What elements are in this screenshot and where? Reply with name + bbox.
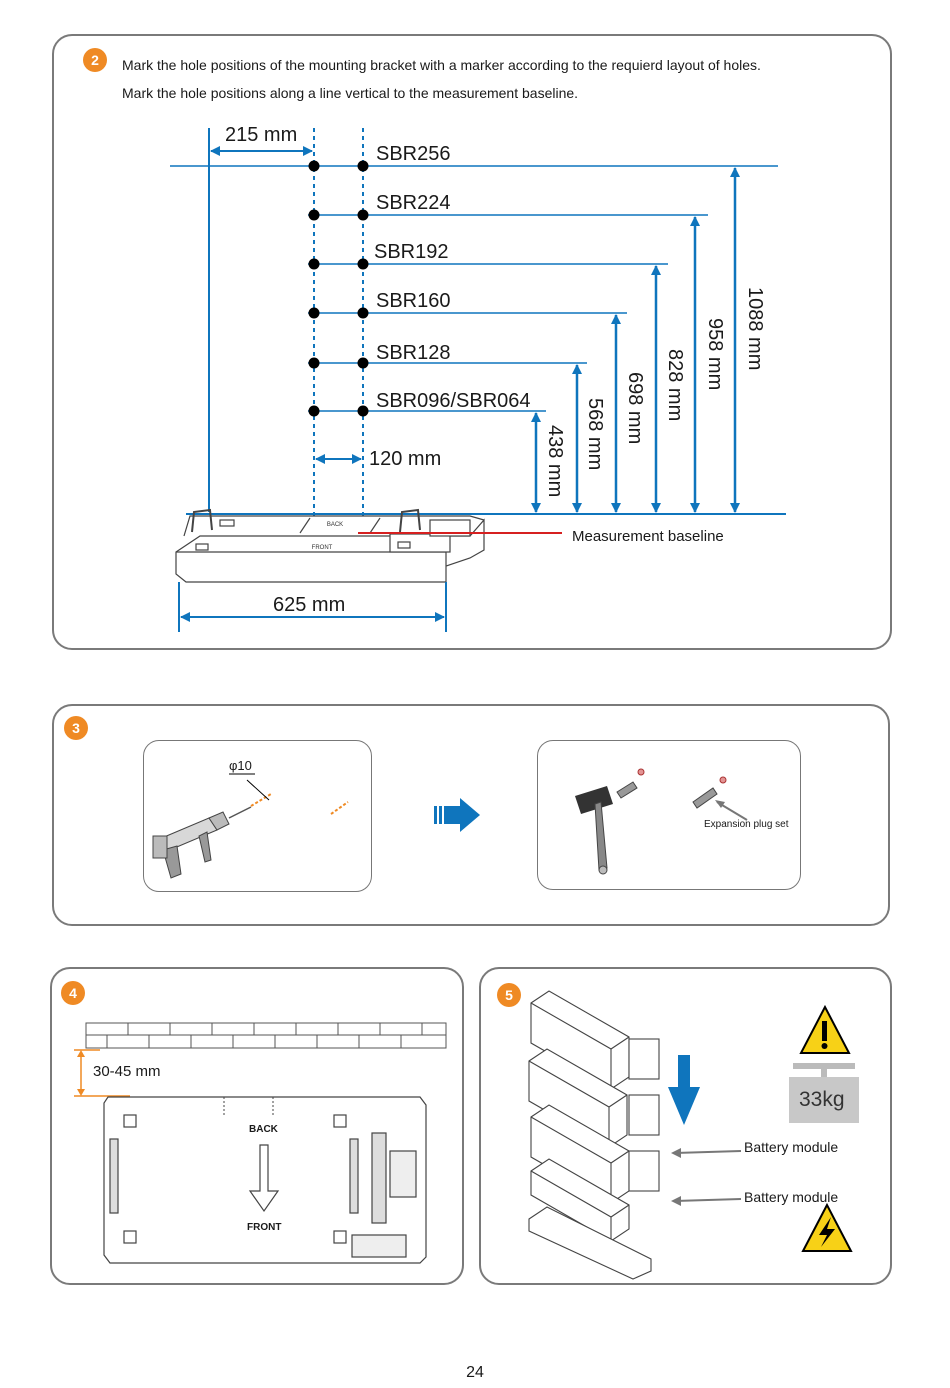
diameter-leader [246, 779, 270, 801]
battery-module-label-2: Battery module [744, 1189, 839, 1205]
dim-120-label: 120 mm [369, 448, 442, 470]
hammer-drill-icon [152, 811, 230, 879]
height-label-958: 958 mm [704, 318, 726, 391]
module-pointer-1 [674, 1150, 742, 1154]
model-label-sbr160: SBR160 [376, 290, 451, 312]
down-arrow-icon [668, 1055, 700, 1125]
model-label-sbr224: SBR224 [376, 192, 451, 214]
dim-625-label: 625 mm [273, 594, 346, 616]
height-label-568: 568 mm [584, 398, 606, 471]
step-2-instruction-2: Mark the hole positions along a line ver… [122, 85, 579, 101]
step-2-badge: 2 [83, 48, 107, 72]
model-label-sbr192: SBR192 [374, 241, 449, 263]
base-front-text: FRONT [312, 545, 333, 551]
drill-hole-mark-1 [250, 793, 272, 807]
step-3-badge: 3 [64, 716, 88, 740]
height-label-698: 698 mm [624, 372, 646, 445]
battery-module-label-1: Battery module [744, 1139, 839, 1155]
drill-bit [228, 806, 252, 819]
height-label-1088: 1088 mm [744, 287, 766, 371]
height-label-828: 828 mm [664, 349, 686, 422]
height-label-438: 438 mm [544, 425, 566, 498]
rubber-mallet-icon [575, 786, 613, 875]
model-label-sbr096-sbr064: SBR096/SBR064 [376, 390, 531, 412]
step-5-badge: 5 [497, 983, 521, 1007]
gap-label: 30-45 mm [93, 1063, 161, 1080]
step-2-instruction-1: Mark the hole positions of the mounting … [122, 57, 761, 73]
next-arrow-icon [434, 798, 480, 832]
expansion-plug-icon-2 [692, 776, 727, 809]
baseline-label: Measurement baseline [572, 528, 724, 545]
plate-back-label: BACK [249, 1124, 278, 1135]
wall-clearance-diagram [74, 1022, 447, 1264]
step-4-badge: 4 [61, 981, 85, 1005]
drilling-illustration [152, 773, 349, 879]
high-voltage-icon [801, 1202, 853, 1252]
weight-label: 33kg [799, 1088, 845, 1111]
expansion-plug-label: Expansion plug set [704, 819, 789, 830]
model-label-sbr128: SBR128 [376, 342, 451, 364]
battery-stacking-diagram [528, 990, 859, 1280]
model-label-sbr256: SBR256 [376, 143, 451, 165]
drill-hole-mark-2 [330, 801, 349, 815]
front-arrow-icon [248, 1144, 280, 1213]
hole-layout-diagram: BACK FRONT [170, 128, 786, 632]
plate-front-label: FRONT [247, 1222, 282, 1233]
plug-illustration-box [537, 740, 801, 890]
weight-icon [789, 1063, 859, 1123]
warning-icon [799, 1004, 851, 1054]
dim-215-label: 215 mm [225, 124, 298, 146]
expansion-plug-icon-1 [616, 768, 645, 799]
diameter-label: φ10 [229, 758, 252, 773]
battery-module-stack [528, 990, 660, 1280]
base-back-text: BACK [327, 522, 343, 528]
brick-wall [85, 1022, 447, 1049]
plug-illustration [575, 768, 748, 875]
drilling-illustration-box [143, 740, 372, 892]
page-number: 24 [466, 1364, 484, 1381]
module-pointer-2 [674, 1198, 742, 1202]
hole-dots [308, 160, 369, 417]
